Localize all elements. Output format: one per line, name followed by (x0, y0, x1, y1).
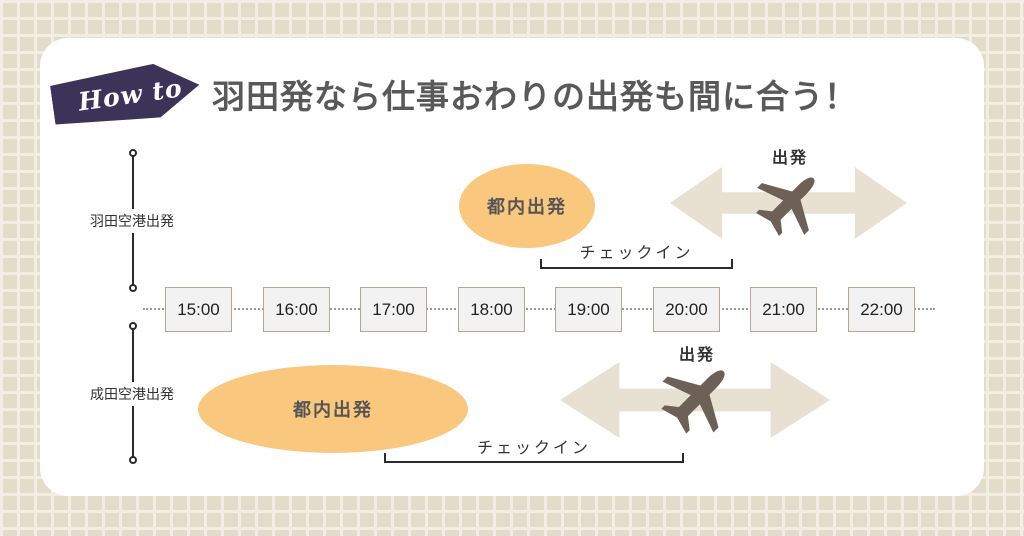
narita-city-departure-bubble: 都内出発 (198, 365, 468, 453)
time-box-1700: 17:00 (360, 287, 427, 332)
narita-airplane-icon (661, 370, 725, 434)
haneda-checkin-bracket (540, 259, 733, 269)
haneda-checkin-label: チェックイン (579, 245, 694, 262)
haneda-city-departure-bubble: 都内出発 (459, 164, 595, 248)
time-box-1600: 16:00 (263, 287, 330, 332)
narita-rail-label: 成田空港出発 (68, 382, 196, 406)
time-box-2000: 20:00 (653, 287, 720, 332)
page-title: 羽田発なら仕事おわりの出発も間に合う！ (212, 78, 858, 115)
narita-rail-dot-top (129, 322, 137, 330)
howto-badge-label: How to (76, 72, 185, 117)
haneda-rail-dot-top (129, 149, 137, 157)
narita-checkin-label: チェックイン (476, 440, 591, 457)
narita-departure-label: 出発 (678, 347, 715, 364)
haneda-departure-label: 出発 (771, 150, 808, 167)
haneda-rail-label: 羽田空港出発 (68, 209, 196, 233)
narita-rail-dot-bottom (129, 456, 137, 464)
timeline-dotted-track (143, 308, 935, 310)
narita-checkin-bracket (384, 453, 684, 463)
time-box-2200: 22:00 (848, 287, 915, 332)
time-box-1900: 19:00 (555, 287, 622, 332)
haneda-airplane-icon (756, 177, 815, 236)
haneda-rail-dot-bottom (129, 284, 137, 292)
time-box-1800: 18:00 (458, 287, 525, 332)
time-box-2100: 21:00 (750, 287, 817, 332)
content-card (40, 38, 984, 496)
time-box-1500: 15:00 (165, 287, 232, 332)
